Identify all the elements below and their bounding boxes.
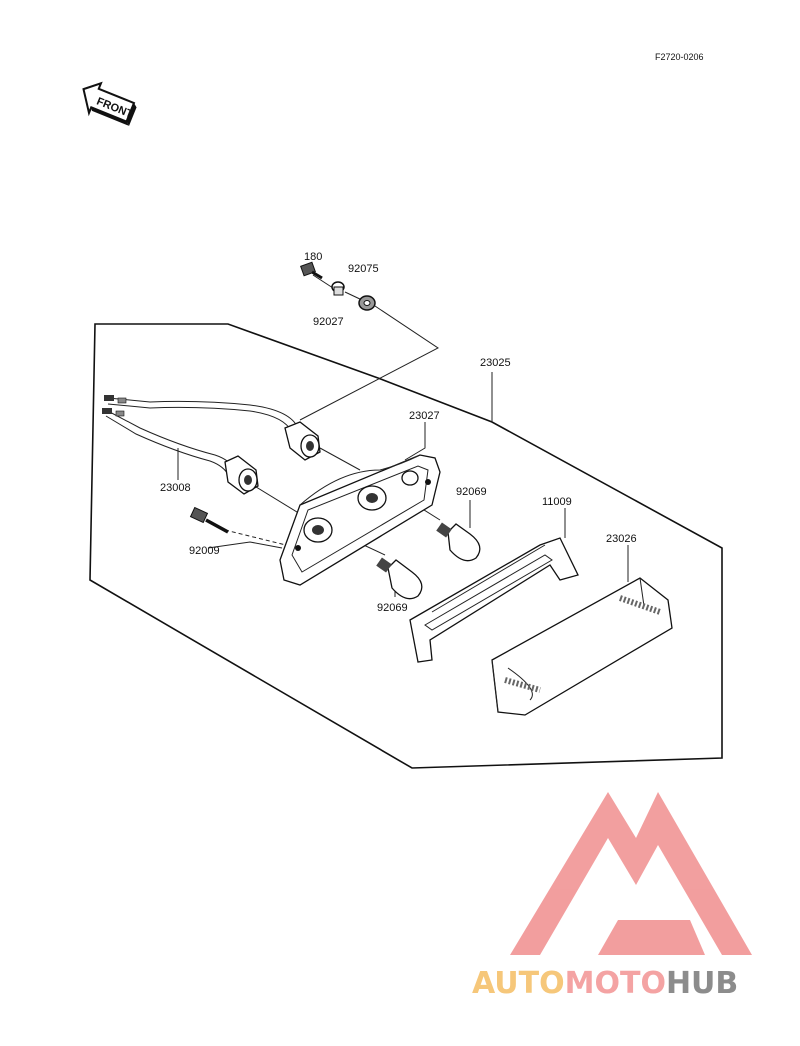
part-labels: 180 92075 92027 23025 23027 23008 92069 … [160,251,637,614]
screw-180-icon [300,261,323,280]
part-label: 23026 [606,533,637,545]
bracket-11009 [409,537,579,663]
svg-text:AUTOMOTOHUB: AUTOMOTOHUB [472,966,738,1001]
watermark-moto: MOTO [565,966,666,1001]
bulb-socket-upper-icon [284,421,321,461]
part-label: 11009 [542,496,572,508]
part-label: 92069 [377,602,408,614]
watermark-logo-icon [510,792,752,955]
wiring-harness-23008 [102,395,299,477]
part-label: 23025 [480,357,511,369]
part-label: 92009 [189,545,220,557]
watermark-auto: AUTO [472,966,565,1001]
lamp-housing-23027 [279,454,441,586]
bulb-socket-lower-icon [224,455,259,495]
watermark-text: AUTOMOTOHUB [472,966,738,1001]
lens-23026 [491,577,673,716]
part-label: 180 [304,251,322,263]
part-label: 23027 [409,410,440,422]
part-label: 92069 [456,486,487,498]
bulb-92069-upper-icon [436,522,481,562]
bulb-92069-lower-icon [376,557,423,600]
watermark-hub: HUB [666,966,738,1001]
collar-92027-icon [331,281,345,296]
part-label: 92075 [348,263,379,275]
front-arrow-icon: FRONT [82,81,137,126]
figure-reference: F2720-0206 [655,52,704,62]
assembly-outline [89,323,723,769]
part-label: 92027 [313,316,344,328]
grommet-92075-icon [358,295,376,311]
bolt-92009-icon [189,506,229,534]
part-label: 23008 [160,482,191,494]
